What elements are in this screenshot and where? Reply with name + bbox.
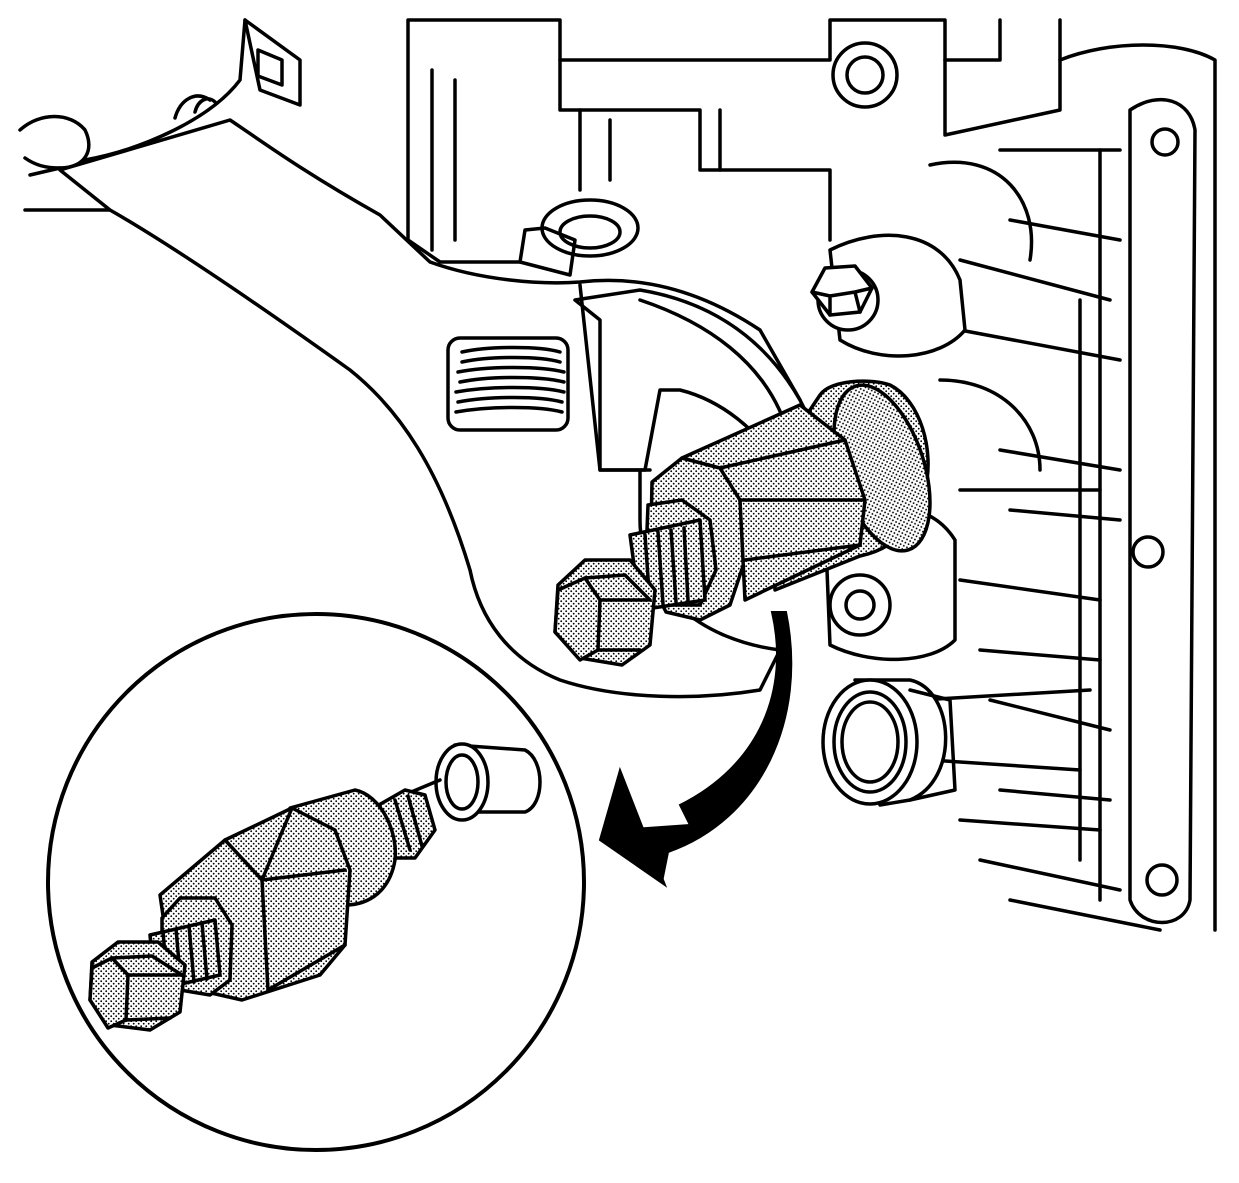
puller-tool-assembled: [553, 379, 932, 667]
puller-tool-inset: [88, 788, 437, 1032]
bushing-installed: [821, 678, 957, 807]
detail-inset: [46, 612, 586, 1152]
rotation-arrow: [598, 611, 793, 888]
